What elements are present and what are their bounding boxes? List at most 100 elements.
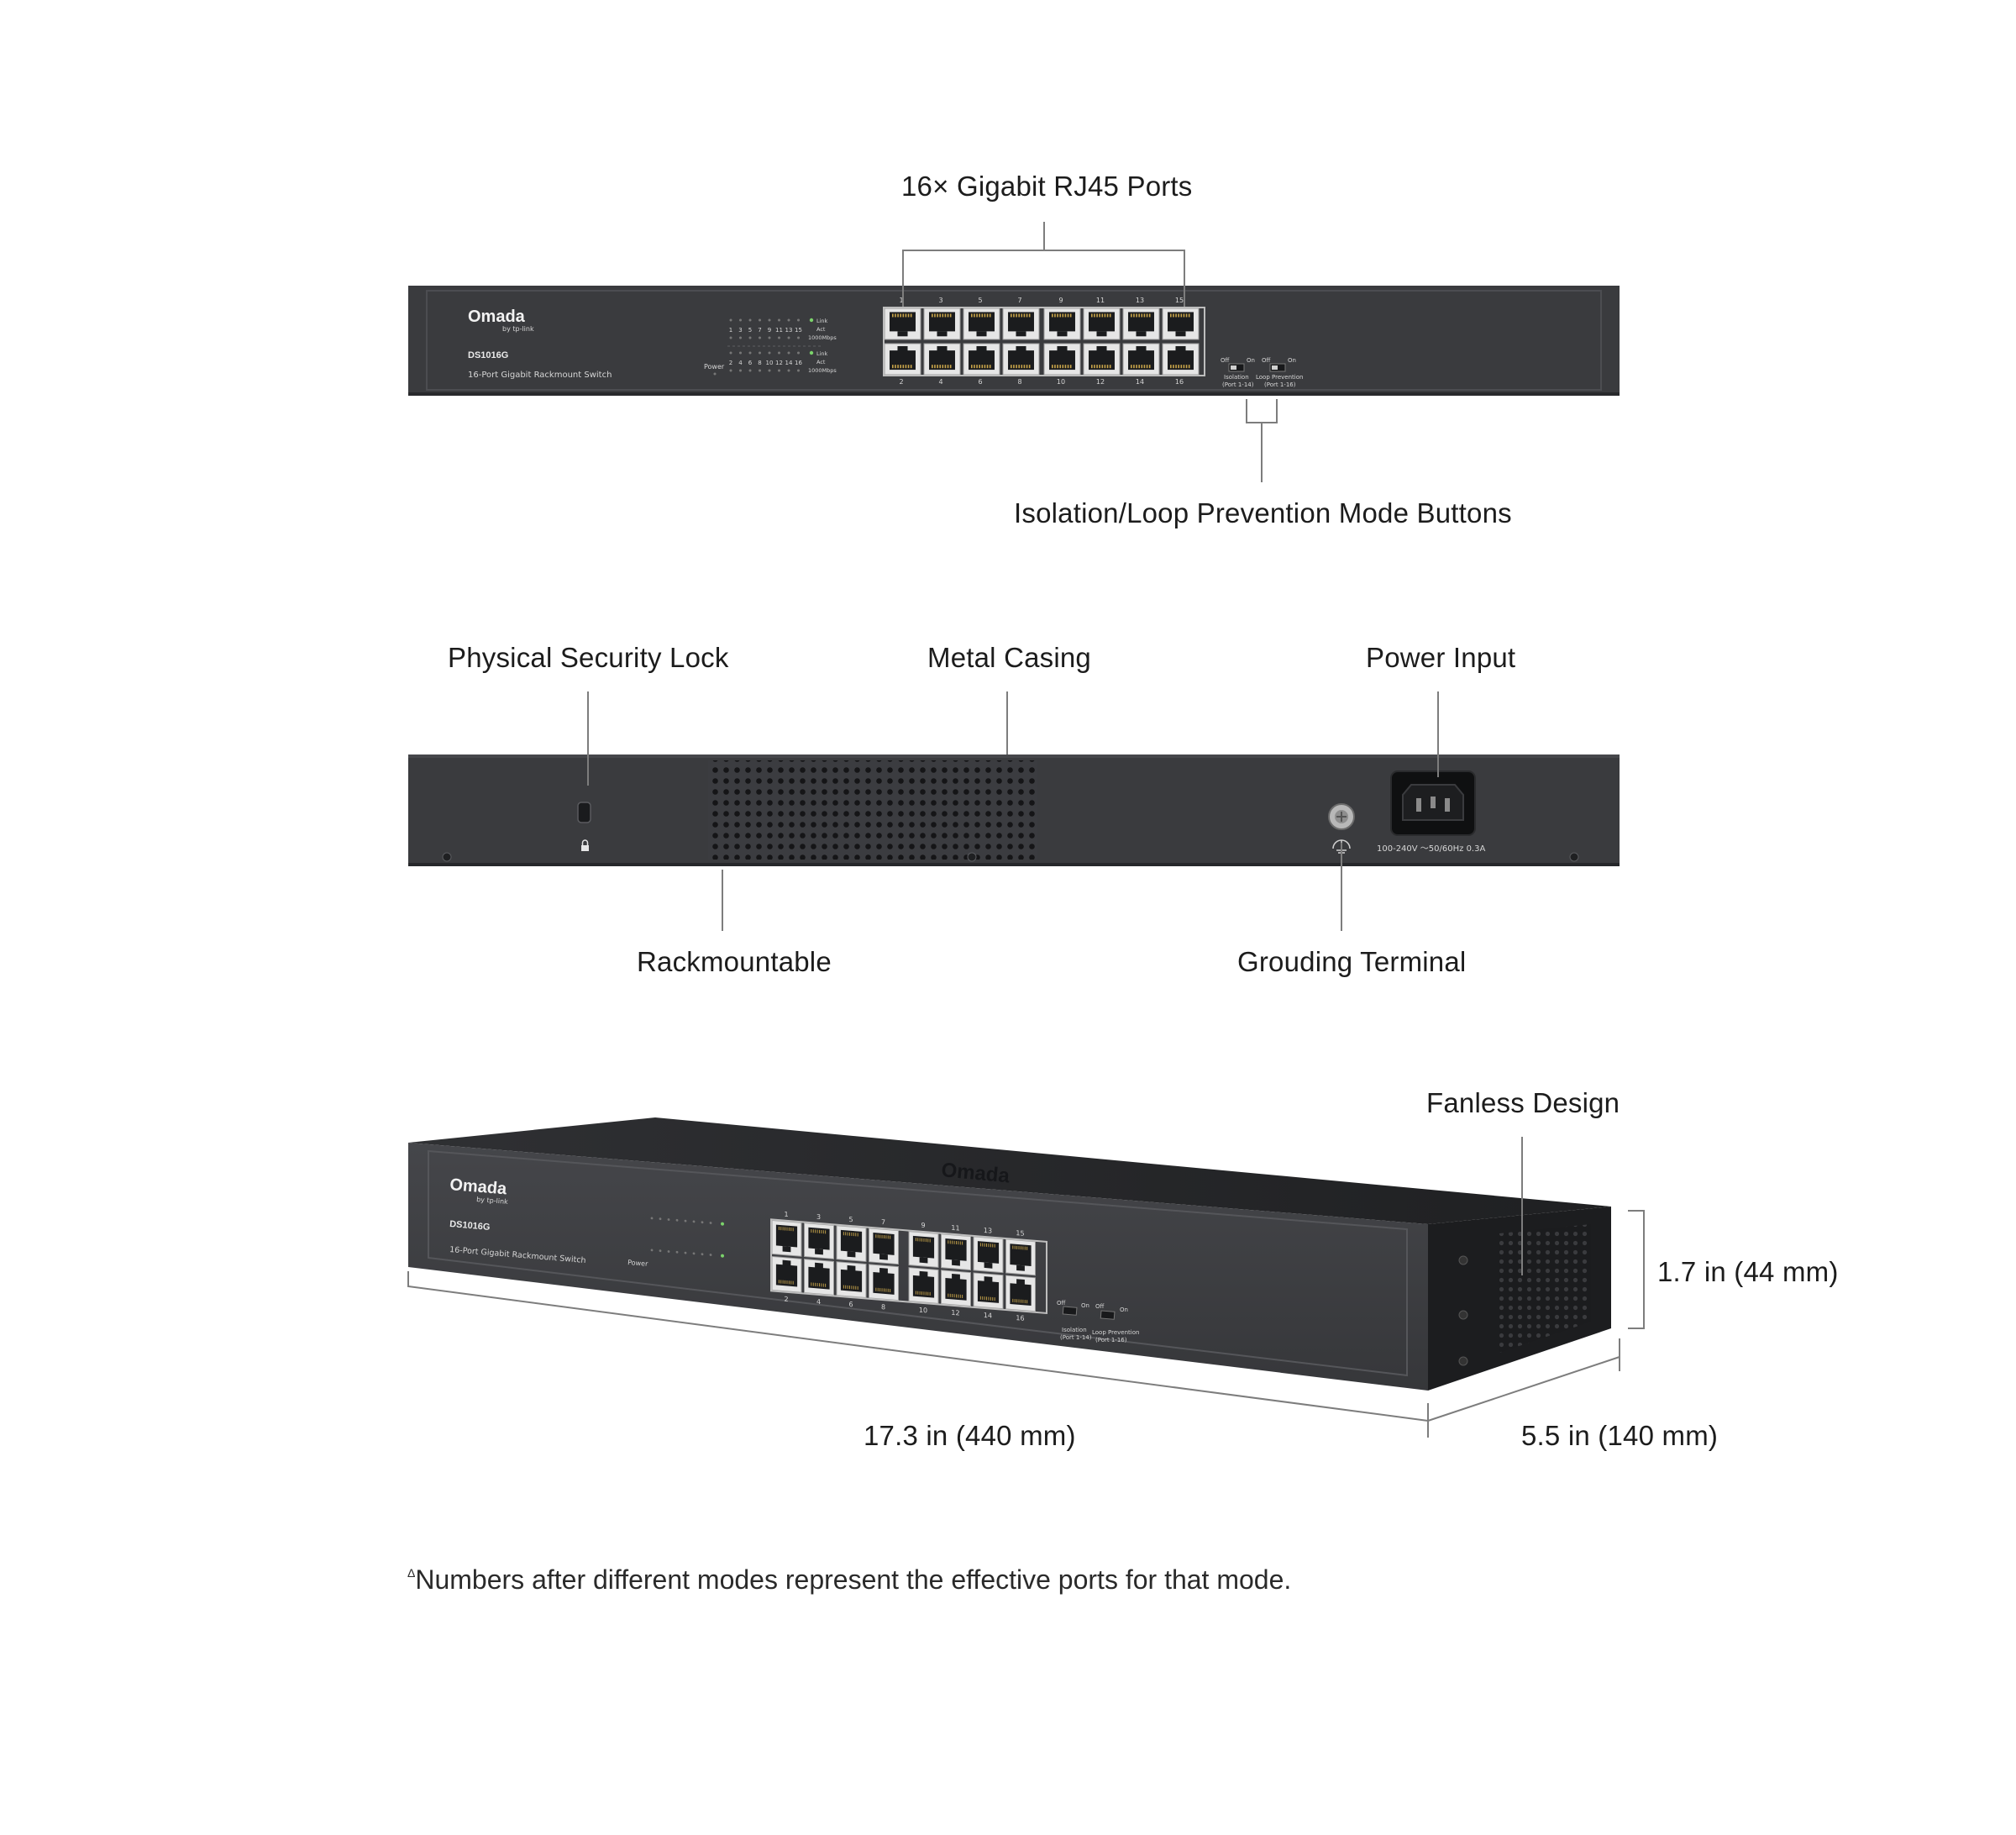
led-number-label: 8 <box>758 360 761 366</box>
port-number-label: 15 <box>1175 297 1184 304</box>
status-led <box>787 351 790 355</box>
power-led <box>713 372 717 376</box>
rj45-port-4[interactable] <box>923 343 961 376</box>
iso-power-label: Power <box>627 1259 649 1268</box>
iso-rj45-port-12[interactable] <box>941 1270 971 1307</box>
rj45-port-12[interactable] <box>1083 343 1121 376</box>
power-inlet[interactable] <box>1390 770 1476 836</box>
iso-rj45-port-2[interactable] <box>771 1255 802 1293</box>
led-act-label: Act <box>816 359 826 365</box>
rj45-port-2[interactable] <box>884 343 921 376</box>
port-number-label: 12 <box>1096 378 1105 386</box>
iso-rj45-port-8[interactable] <box>869 1264 899 1301</box>
iso-port-number-label: 15 <box>1016 1229 1024 1238</box>
led-speed-label: 1000Mbps <box>808 334 837 341</box>
security-lock-slot[interactable] <box>577 802 591 823</box>
rj45-port-14[interactable] <box>1122 343 1160 376</box>
rj45-port-16[interactable] <box>1162 343 1200 376</box>
led-number-label: 14 <box>785 360 793 366</box>
iso-rj45-port-16[interactable] <box>1005 1275 1036 1312</box>
iso-loop-switch[interactable] <box>1100 1310 1116 1320</box>
rj45-port-7[interactable] <box>1002 308 1040 340</box>
status-led <box>748 318 752 322</box>
isolation-ports: (Port 1-14) <box>1222 381 1254 388</box>
loop-on-label: On <box>1288 357 1296 364</box>
iso-rj45-port-13[interactable] <box>973 1236 1004 1274</box>
iso-rj45-port-14[interactable] <box>973 1272 1004 1310</box>
rj45-port-15[interactable] <box>1162 308 1200 340</box>
iso-status-led <box>701 1253 704 1256</box>
status-led <box>778 369 780 372</box>
iso-rj45-port-11[interactable] <box>941 1233 971 1271</box>
led-number-label: 7 <box>758 327 761 334</box>
iso-rj45-port-9[interactable] <box>908 1231 939 1269</box>
rj45-port-5[interactable] <box>963 308 1000 340</box>
led-number-label: 1 <box>729 327 732 334</box>
screw-icon <box>967 852 977 862</box>
iso-loop-off-label: Off <box>1095 1303 1105 1310</box>
port-number-label: 9 <box>1058 297 1063 304</box>
status-led <box>787 318 790 322</box>
iso-rj45-port-5[interactable] <box>836 1225 867 1263</box>
status-led <box>739 318 742 322</box>
iso-isolation-switch[interactable] <box>1062 1306 1078 1316</box>
led-speed-label: 1000Mbps <box>808 367 837 374</box>
status-led <box>729 351 732 355</box>
led-number-label: 3 <box>738 327 742 334</box>
status-led <box>759 369 761 372</box>
iso-rj45-port-3[interactable] <box>804 1222 834 1259</box>
port-number-label: 3 <box>938 297 942 304</box>
rj45-port-13[interactable] <box>1122 308 1160 340</box>
led-link-label: Link <box>816 350 828 357</box>
rj45-port-11[interactable] <box>1083 308 1121 340</box>
status-led <box>729 336 732 339</box>
rj45-port-1[interactable] <box>884 308 921 340</box>
front-model: DS1016G <box>468 350 508 360</box>
iso-isolation-label: Isolation <box>1062 1327 1087 1333</box>
iso-port-number-label: 2 <box>784 1296 788 1303</box>
iso-rj45-port-7[interactable] <box>869 1228 899 1265</box>
iso-port-number-label: 9 <box>921 1222 925 1229</box>
height-dimension-line <box>1628 1210 1645 1329</box>
iso-port-number-label: 11 <box>951 1224 959 1233</box>
footnote: ΔNumbers after different modes represent… <box>407 1566 1291 1593</box>
iso-status-led <box>650 1217 654 1220</box>
rj45-port-9[interactable] <box>1043 308 1081 340</box>
grounding-screw-icon[interactable] <box>1328 803 1355 830</box>
status-led <box>739 369 742 372</box>
isometric-view: Omada Omada by tp-link DS1016G 16-Port G… <box>408 1117 1611 1391</box>
rj45-port-10[interactable] <box>1043 343 1081 376</box>
iso-iso-on-label: On <box>1081 1302 1089 1309</box>
iso-rj45-port-6[interactable] <box>836 1261 867 1299</box>
power-input-callout: Power Input <box>1366 642 1516 673</box>
height-dimension-label: 1.7 in (44 mm) <box>1657 1256 1839 1287</box>
rj45-port-6[interactable] <box>963 343 1000 376</box>
led-number-label: 2 <box>729 360 732 366</box>
rj45-port-8[interactable] <box>1002 343 1040 376</box>
iso-status-led <box>659 1217 662 1221</box>
led-number-label: 11 <box>775 327 783 334</box>
iso-status-led <box>659 1249 662 1253</box>
iso-brand-sub: by tp-link <box>476 1196 509 1206</box>
iso-link-led <box>721 1222 724 1226</box>
iso-loop-ports: (Port 1-16) <box>1095 1337 1127 1343</box>
ports-callout: 16× Gigabit RJ45 Ports <box>901 171 1193 202</box>
iso-rj45-port-15[interactable] <box>1005 1238 1036 1276</box>
fanless-callout: Fanless Design <box>1426 1087 1620 1118</box>
iso-link-led <box>721 1254 724 1258</box>
screw-icon <box>1569 852 1579 862</box>
status-led <box>797 336 800 339</box>
depth-dimension-line <box>1427 1338 1620 1422</box>
front-bezel <box>428 1149 1408 1377</box>
status-led <box>748 369 752 372</box>
iso-rj45-port-10[interactable] <box>908 1267 939 1305</box>
status-led <box>748 351 752 355</box>
iso-port-number-label: 12 <box>951 1309 959 1317</box>
iso-rj45-port-4[interactable] <box>804 1259 834 1296</box>
rj45-port-3[interactable] <box>923 308 961 340</box>
iso-rj45-port-1[interactable] <box>771 1219 802 1257</box>
port-number-label: 6 <box>978 378 982 386</box>
mode-switches: Off On Isolation (Port 1-14) Off On Loop… <box>1221 357 1303 388</box>
